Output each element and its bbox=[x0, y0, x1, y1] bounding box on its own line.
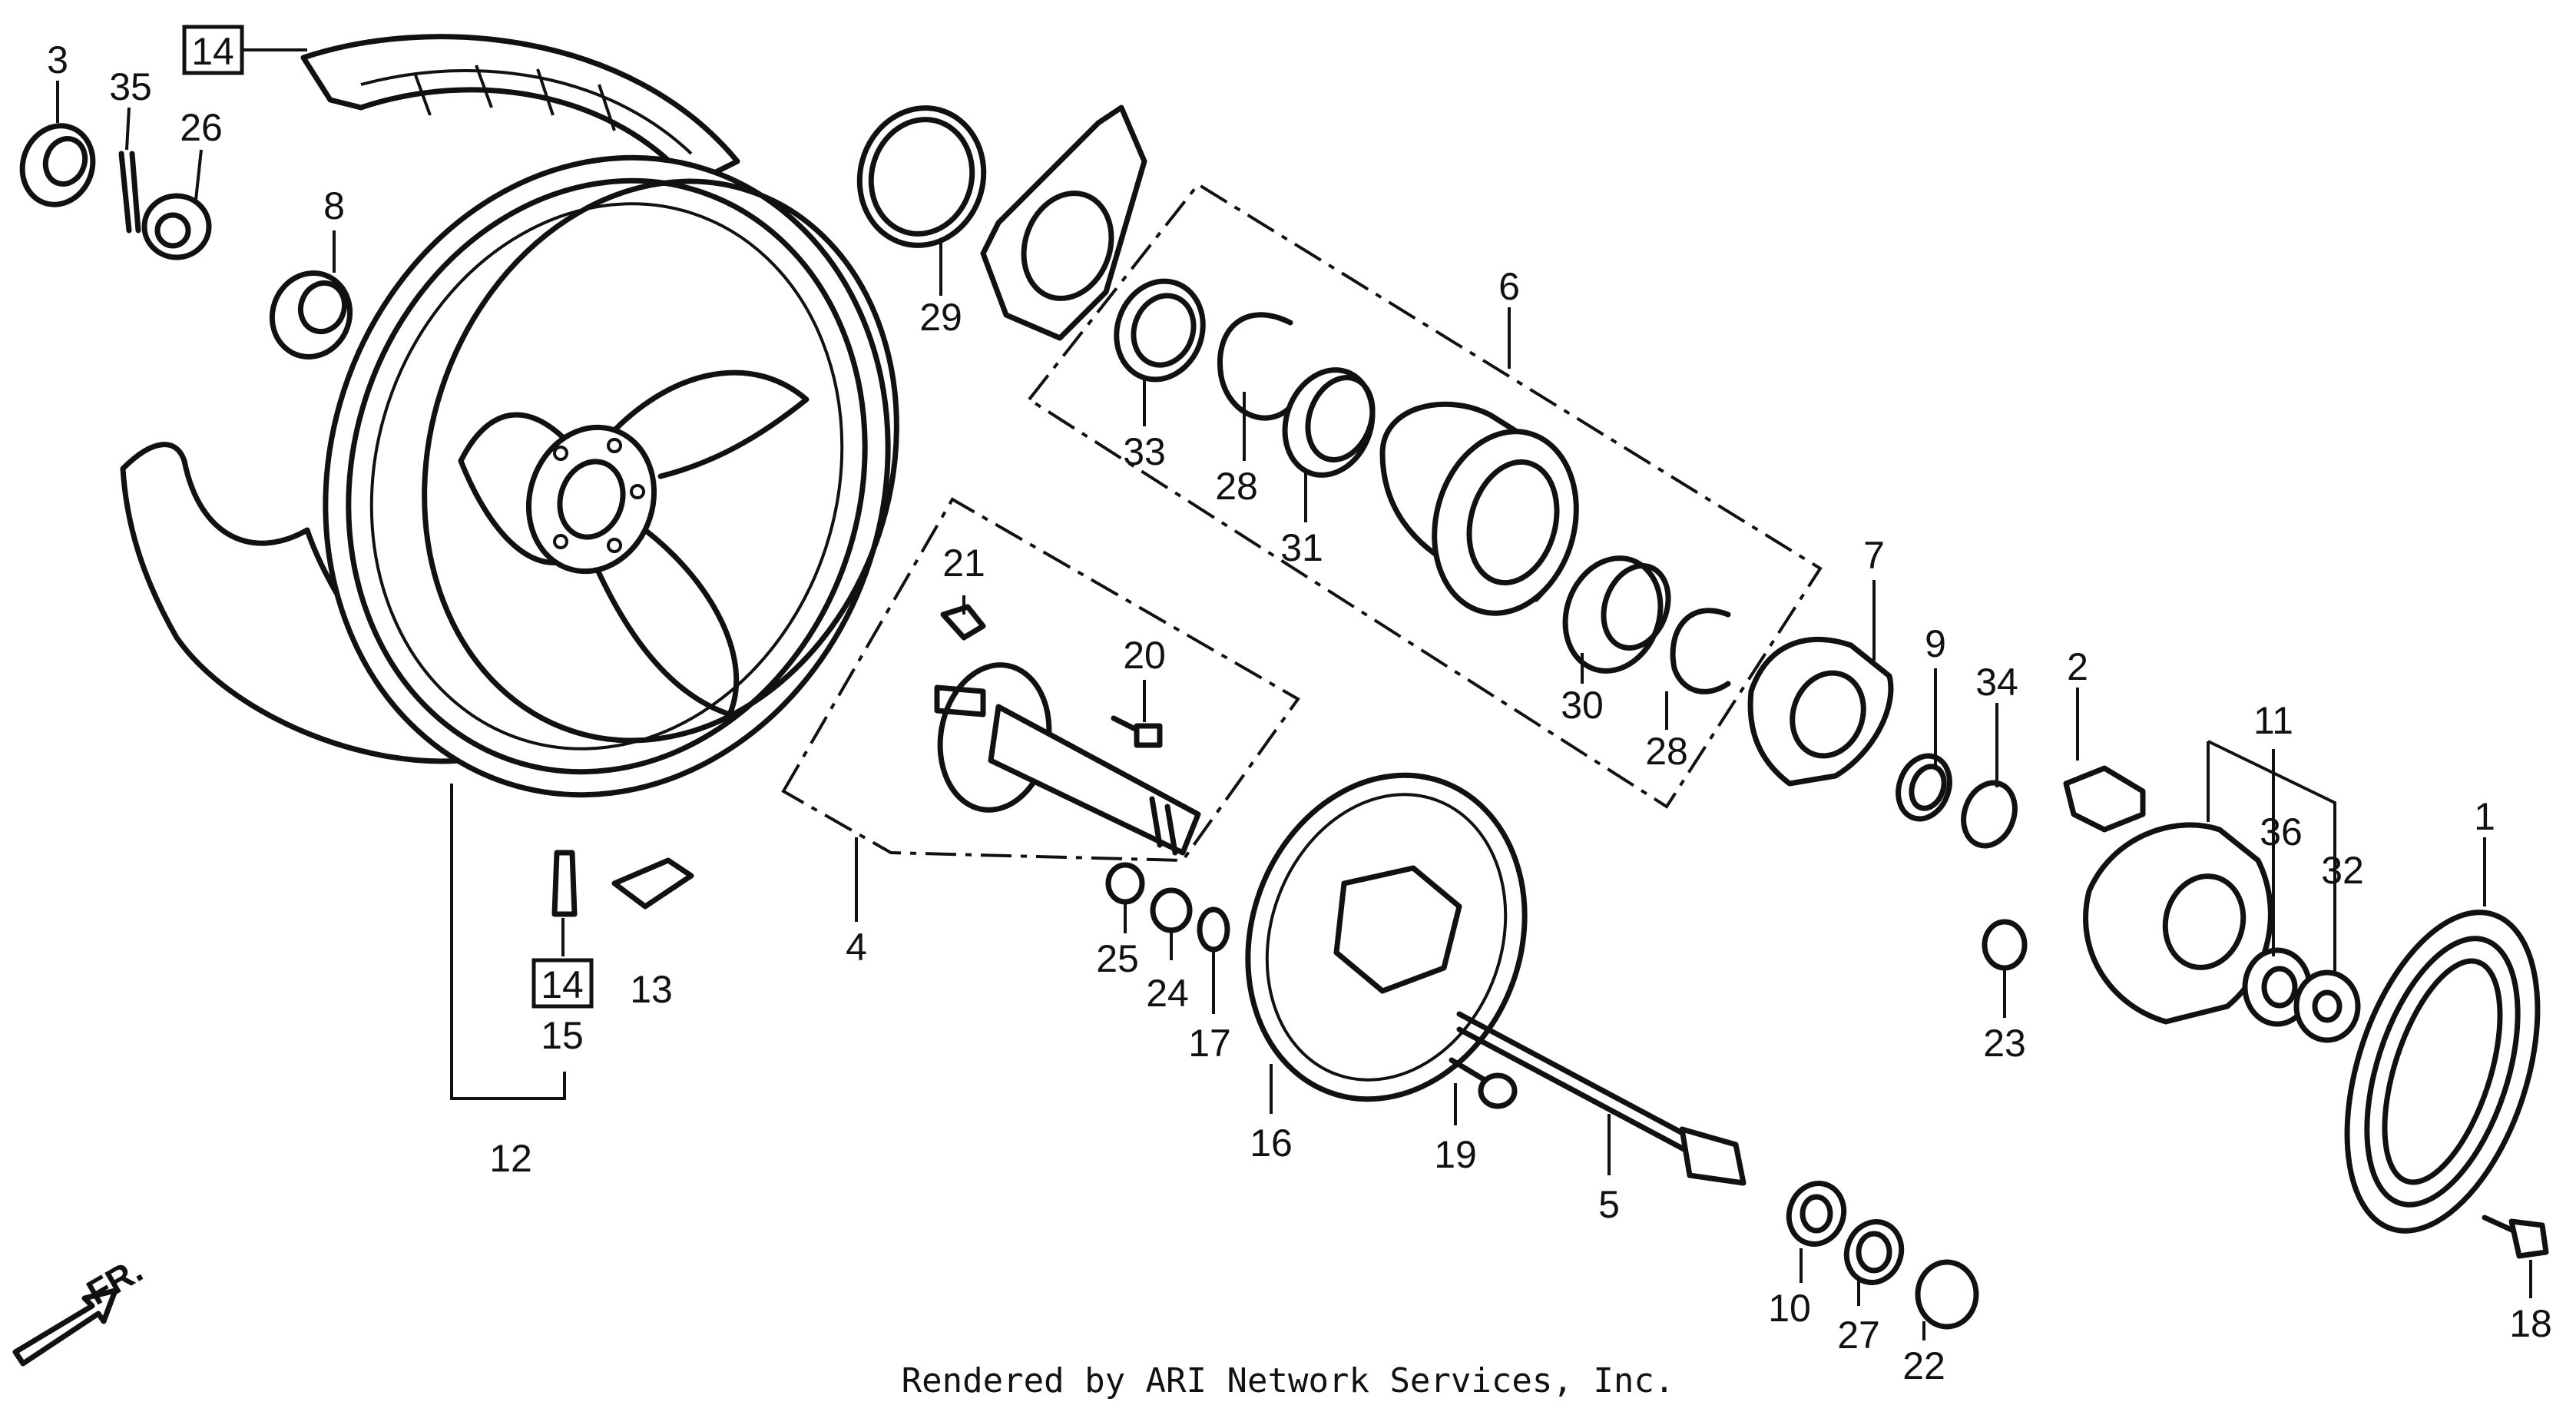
callout-22: 22 bbox=[1902, 1344, 1945, 1387]
callout-16: 16 bbox=[1250, 1122, 1293, 1165]
callout-33: 33 bbox=[1123, 430, 1166, 473]
part-25-nut bbox=[1105, 862, 1145, 905]
callout-34: 34 bbox=[1975, 661, 2018, 704]
callout-32: 32 bbox=[2321, 849, 2364, 892]
part-27-seal bbox=[1843, 1219, 1905, 1285]
part-9-washer bbox=[1896, 753, 1952, 822]
part-10-collar bbox=[1786, 1181, 1847, 1247]
part-18-bolt bbox=[2482, 1215, 2549, 1259]
callout-14-top: 14 bbox=[191, 30, 234, 73]
rear-axle bbox=[934, 662, 1201, 856]
callout-12: 12 bbox=[489, 1137, 532, 1180]
callout-4: 4 bbox=[846, 926, 867, 969]
callout-19: 19 bbox=[1434, 1133, 1477, 1176]
callout-15: 15 bbox=[541, 1014, 584, 1057]
front-direction-indicator: FR. bbox=[12, 1250, 149, 1367]
part-29-circlip bbox=[856, 105, 987, 248]
callout-box-14-bottom bbox=[531, 958, 594, 1009]
callout-25: 25 bbox=[1096, 937, 1139, 980]
final-driven-flange bbox=[1379, 401, 1579, 616]
callout-27: 27 bbox=[1837, 1314, 1880, 1357]
callout-36: 36 bbox=[2260, 810, 2303, 853]
part-4-assembly-box bbox=[781, 497, 1300, 863]
part-13-balance-weight bbox=[611, 857, 694, 910]
part-35-pin bbox=[118, 151, 141, 234]
callout-31: 31 bbox=[1280, 526, 1323, 569]
callout-11: 11 bbox=[2253, 699, 2293, 742]
part-31-bearing bbox=[1282, 367, 1376, 478]
part-8-bearing bbox=[269, 270, 353, 360]
rear-fender-upper bbox=[300, 34, 740, 187]
callout-3: 3 bbox=[47, 38, 68, 81]
callout-10: 10 bbox=[1768, 1287, 1811, 1330]
callout-24: 24 bbox=[1146, 972, 1189, 1015]
part-6-assembly-box bbox=[1027, 182, 1823, 809]
part-11-sprocket-hub bbox=[2083, 822, 2273, 1025]
callout-box-14-top bbox=[182, 25, 244, 75]
direction-arrow-icon bbox=[12, 1287, 118, 1367]
part-22-nut bbox=[1915, 1259, 1979, 1330]
callout-6: 6 bbox=[1498, 265, 1520, 308]
callout-9: 9 bbox=[1925, 622, 1946, 665]
footer-credit: Rendered by ARI Network Services, Inc. bbox=[901, 1361, 1675, 1400]
callout-17: 17 bbox=[1188, 1022, 1231, 1065]
leader-lines bbox=[56, 48, 2532, 1340]
part-16-brake-disc bbox=[1245, 772, 1528, 1102]
callout-21: 21 bbox=[942, 542, 985, 585]
part-21-bolt bbox=[940, 604, 986, 641]
part-30-bearing bbox=[1562, 555, 1671, 674]
part-15-valve-stem bbox=[551, 850, 578, 917]
bearing-holder-plate bbox=[980, 104, 1147, 341]
callout-28-b: 28 bbox=[1645, 730, 1688, 773]
part-1-sprocket bbox=[2344, 910, 2541, 1234]
callout-26: 26 bbox=[180, 106, 223, 149]
part-5-axle-shaft bbox=[1456, 1011, 1747, 1186]
callouts: 14 14 3 35 26 8 29 33 28 31 6 30 28 7 9 … bbox=[47, 25, 2552, 1387]
part-33-oil-seal bbox=[1114, 278, 1206, 383]
callout-7: 7 bbox=[1863, 534, 1885, 577]
part-2-nut bbox=[2063, 765, 2146, 833]
part-17-washer bbox=[1197, 906, 1230, 953]
callout-5: 5 bbox=[1598, 1183, 1620, 1226]
callout-18: 18 bbox=[2509, 1302, 2552, 1345]
part-32-collar bbox=[2293, 969, 2361, 1043]
callout-35: 35 bbox=[109, 65, 152, 108]
callout-1: 1 bbox=[2474, 795, 2495, 838]
part-34-o-ring bbox=[1961, 780, 2018, 849]
part-7-hub-flange bbox=[1747, 637, 1894, 787]
part-28-circlip-b bbox=[1670, 608, 1731, 694]
part-26-collar bbox=[141, 193, 212, 260]
part-24-nut bbox=[1150, 887, 1193, 933]
callout-23: 23 bbox=[1983, 1022, 2026, 1065]
part-19-bolt bbox=[1449, 1057, 1518, 1109]
callout-13: 13 bbox=[630, 968, 673, 1011]
callout-28-a: 28 bbox=[1215, 465, 1258, 508]
part-20-bolt bbox=[1111, 715, 1163, 748]
callout-14-bottom: 14 bbox=[541, 963, 584, 1006]
callout-2: 2 bbox=[2067, 645, 2088, 688]
callout-20: 20 bbox=[1123, 634, 1166, 677]
part-3-dust-seal bbox=[19, 123, 96, 207]
callout-8: 8 bbox=[323, 184, 345, 227]
part-28-circlip-a bbox=[1217, 312, 1293, 421]
rear-wheel bbox=[323, 154, 899, 798]
callout-30: 30 bbox=[1561, 684, 1604, 727]
callout-29: 29 bbox=[919, 296, 962, 339]
part-23-collar bbox=[1982, 919, 2028, 971]
